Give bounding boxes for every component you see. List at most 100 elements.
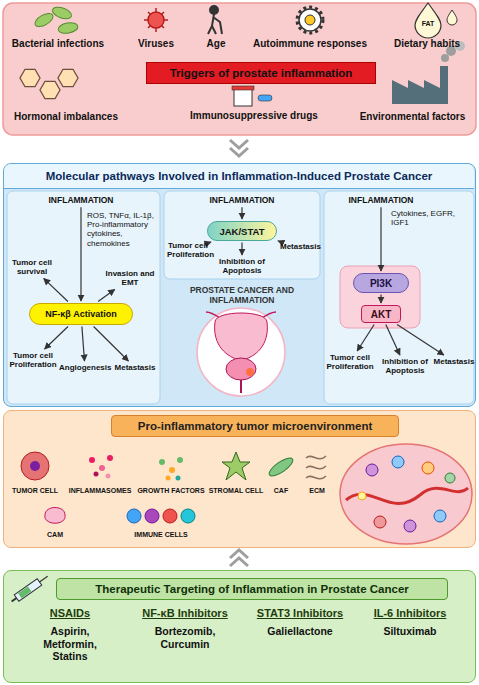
age-icon-part [210, 6, 218, 14]
tissue-illustration-part [366, 464, 378, 476]
node-text: Metastasis [111, 363, 159, 372]
pi3k-akt-box [340, 266, 420, 328]
panel-heading: Molecular pathways Involved in Inflammat… [4, 164, 474, 189]
microenvironment-icons-part [21, 452, 49, 480]
node-text: Inhibition of Apoptosis [377, 357, 433, 375]
arrow-connector [277, 240, 279, 241]
factory-icon-part [441, 54, 449, 62]
arrow-connector [44, 278, 68, 301]
arrow-connector [80, 207, 81, 301]
outcome-text: Tumor cell Proliferation [167, 241, 209, 259]
text-label: Hormonal imbalances [4, 111, 128, 123]
microenvironment-icons-part [107, 455, 113, 461]
node-text: Tumor cell survival [6, 258, 58, 276]
node-text: INFLAMMATION [41, 196, 121, 206]
drug-icon-part [232, 86, 254, 90]
text-label: ECM [300, 487, 334, 495]
box-text: PI3K [370, 278, 392, 289]
panel-heading: Pro-inflammatory tumor microenvironment [111, 415, 399, 437]
outcome-text: Metastasis [433, 357, 475, 366]
inflammation-label: INFLAMMATION [202, 196, 282, 206]
text-label: FAT [416, 20, 440, 28]
text-label: Aspirin, Metformin, Statins [36, 625, 104, 663]
arrow-connector [82, 327, 85, 362]
text-label: IMMUNE CELLS [116, 531, 206, 539]
text-label: Bortezomib, Curcumin [143, 625, 227, 650]
prostate-illustration-part [246, 368, 254, 376]
chevrons-up [230, 550, 248, 566]
text-label: Bacterial infections [8, 38, 108, 50]
fat-drop-icon-part [415, 3, 441, 38]
panel-heading: Therapeutic Targeting of Inflammation in… [56, 578, 448, 600]
microenvironment-icons-part [145, 509, 159, 523]
syringe-icon-part [39, 576, 47, 582]
autoimmune-icon-part [299, 9, 321, 31]
node-text: Inhibition of Apoptosis [213, 257, 271, 275]
virus-icon-part [148, 12, 164, 28]
text-label: Environmental factors [349, 111, 476, 123]
text-label: CAM [35, 531, 75, 539]
chevrons-up-part [230, 558, 248, 566]
node-text: Cytokines, EGFR, IGF1 [391, 209, 473, 227]
chevrons-down [230, 140, 248, 156]
virus-icon-part [148, 12, 164, 28]
outcome-text: Tumor cell Proliferation [325, 353, 375, 371]
syringe-icon-part [18, 586, 31, 598]
title-box: Triggers of prostate inflammation [146, 62, 376, 84]
microenvironment-icons-part [181, 509, 195, 523]
arrow-connector [386, 325, 400, 356]
text-label: NF-κB Inhibitors [125, 607, 245, 620]
drug-icon-part [258, 95, 272, 101]
microenvironment-icons-part [106, 474, 111, 479]
box-text: JAK/STAT [219, 226, 264, 237]
arrow-connector [397, 325, 444, 356]
column-boxes-part [324, 191, 474, 404]
tissue-illustration-part [445, 473, 455, 483]
autoimmune-icon-part [305, 15, 315, 25]
microenvironment-icons-part [177, 457, 183, 463]
microenvironment-icons-part [89, 457, 95, 463]
text-label: TUMOR CELL [5, 487, 65, 495]
tissue-illustration-part [358, 492, 366, 500]
factory-icon-part [392, 66, 448, 104]
text-label: GROWTH FACTORS [136, 487, 206, 495]
microenvironment-icons-part [176, 476, 181, 481]
microenvironment-icons-part [166, 476, 171, 481]
bacteria-icon-part [57, 21, 78, 34]
kinase-box: AKT [361, 305, 401, 323]
microenvironment-icons-part [222, 452, 250, 480]
tissue-illustration-part [434, 510, 446, 522]
microenvironment-icons-part [267, 455, 296, 479]
text-label: Galiellactone [250, 625, 350, 638]
node-text: ROS, TNFα, IL-1β, Pro-inflammatory cytok… [87, 211, 159, 248]
mediator-list: Cytokines, EGFR, IGF1 [391, 209, 473, 227]
outcome-text: Metastasis [111, 363, 159, 372]
node-text: Tumor cell Proliferation [167, 241, 209, 259]
tissue-illustration-part [422, 462, 434, 474]
arrow-connector [210, 241, 211, 243]
text-label: CAF [266, 487, 296, 495]
arrow-connector [241, 243, 242, 256]
syringe-icon-part [12, 598, 17, 601]
trigger-band-part [3, 3, 476, 135]
tissue-illustration-part [346, 488, 468, 504]
autoimmune-icon [297, 7, 323, 33]
node-text: Metastasis [280, 242, 318, 251]
arrow-connector [357, 325, 374, 352]
prostate-illustration-part [226, 358, 256, 380]
chevrons-down-part [230, 148, 248, 156]
factory-icon [392, 41, 465, 104]
prostate-illustration-part [215, 313, 268, 360]
microenvironment-icons [21, 452, 326, 523]
mediator-list: ROS, TNFα, IL-1β, Pro-inflammatory cytok… [87, 211, 159, 248]
pathway-oval: NF-κβ Activation [29, 303, 133, 325]
outcome-text: Metastasis [280, 242, 318, 251]
trigger-band [3, 3, 476, 135]
virus-icon-part [148, 12, 164, 28]
microenvironment-icons-part [94, 472, 99, 477]
hormone-icon-part [20, 69, 40, 86]
node-text: Tumor cell Proliferation [325, 353, 375, 371]
bacteria-icon-part [51, 5, 73, 21]
inflammation-label: INFLAMMATION [341, 196, 421, 206]
virus-icon [144, 8, 168, 32]
